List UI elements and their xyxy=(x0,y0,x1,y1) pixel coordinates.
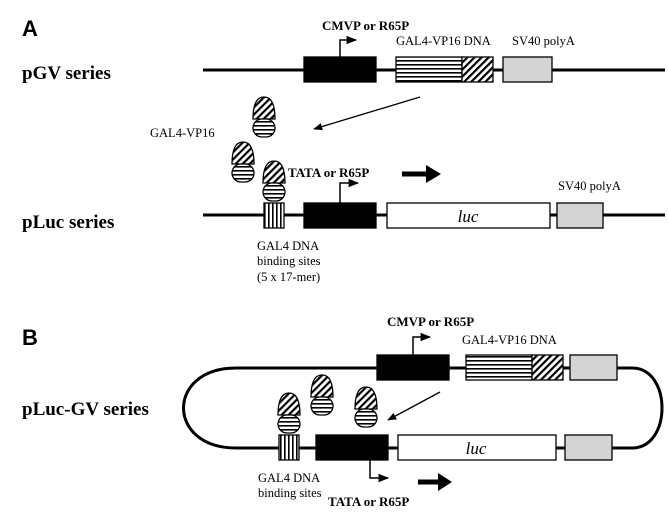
pgv-gal4-segment xyxy=(395,56,463,83)
transcription-arrow-head-a xyxy=(426,165,441,183)
pluc-gv-vp16-segment xyxy=(531,354,564,381)
pluc-promoter-box xyxy=(303,202,377,229)
pluc-gv-binding-sites-label-2: binding sites xyxy=(258,486,322,500)
pgv-polya-box xyxy=(502,56,553,83)
pluc-gv-gene-label: GAL4-VP16 DNA xyxy=(462,333,557,347)
pluc-gv-gv-polya-box xyxy=(569,354,618,381)
pluc-binding-sites-label-3: (5 x 17-mer) xyxy=(257,270,320,284)
pluc-binding-sites-label-1: GAL4 DNA xyxy=(257,239,319,253)
gal4-vp16-protein-label: GAL4-VP16 xyxy=(150,126,215,140)
pluc-gv-gv-promoter-box xyxy=(376,354,450,381)
pluc-promoter-label: TATA or R65P xyxy=(288,165,369,180)
pluc-gv-gal4-segment xyxy=(465,354,533,381)
pgv-series-label: pGV series xyxy=(22,63,111,84)
bound-gal4-vp16-protein-icon xyxy=(277,392,301,434)
pluc-gv-plasmid: CMVP or R65P GAL4-VP16 DNA TATA or R65P … xyxy=(182,314,664,509)
transcription-arrow-head-b xyxy=(438,473,452,491)
pluc-gv-gv-promoter-label: CMVP or R65P xyxy=(387,314,474,329)
pgv-vp16-segment xyxy=(461,56,494,83)
pgv-gene-label: GAL4-VP16 DNA xyxy=(396,34,491,48)
pluc-luc-label: luc xyxy=(458,207,479,226)
panel-b-letter: B xyxy=(22,325,38,350)
expression-arrow-a xyxy=(313,96,421,131)
pluc-gv-series-label: pLuc-GV series xyxy=(22,399,149,420)
pgv-promoter-label: CMVP or R65P xyxy=(322,18,409,33)
pluc-gv-luc-box xyxy=(397,434,557,461)
pgv-promoter-arrow xyxy=(339,35,358,57)
pluc-series-label: pLuc series xyxy=(22,212,114,233)
bound-gal4-vp16-protein-icon xyxy=(262,160,286,202)
pluc-gv-binding-sites-box xyxy=(278,434,300,461)
pluc-polya-box xyxy=(556,202,604,229)
pluc-gv-luc-polya-box xyxy=(564,434,613,461)
pluc-binding-sites-label-2: binding sites xyxy=(257,254,321,268)
gal4-vp16-protein-icon xyxy=(252,96,276,138)
pluc-polya-label: SV40 polyA xyxy=(558,179,621,193)
panel-a-letter: A xyxy=(22,16,38,41)
pluc-gv-luc-label: luc xyxy=(466,439,487,458)
pluc-gv-backbone xyxy=(182,366,664,450)
pluc-gv-gv-promoter-arrow xyxy=(412,332,432,355)
pluc-luc-box xyxy=(386,202,551,229)
gal4-vp16-protein-icon xyxy=(310,374,334,416)
pluc-construct: pLuc series TATA or R65P luc SV40 polyA … xyxy=(22,160,665,284)
pluc-promoter-arrow xyxy=(339,178,360,203)
pluc-binding-sites-box xyxy=(263,202,285,229)
pgv-promoter-box xyxy=(303,56,377,83)
pluc-gv-luc-promoter-arrow xyxy=(369,460,390,483)
pgv-polya-label: SV40 polyA xyxy=(512,34,575,48)
gal4-vp16-protein-icon xyxy=(231,141,255,183)
pgv-construct: pGV series CMVP or R65P GAL4-VP16 DNA SV… xyxy=(22,18,665,84)
pluc-gv-binding-sites-label-1: GAL4 DNA xyxy=(258,471,320,485)
expression-arrow-b xyxy=(387,391,441,421)
gal4-vp16-protein-icon xyxy=(354,386,378,428)
pluc-gv-luc-promoter-label: TATA or R65P xyxy=(328,494,409,509)
pluc-gv-luc-promoter-box xyxy=(315,434,389,461)
